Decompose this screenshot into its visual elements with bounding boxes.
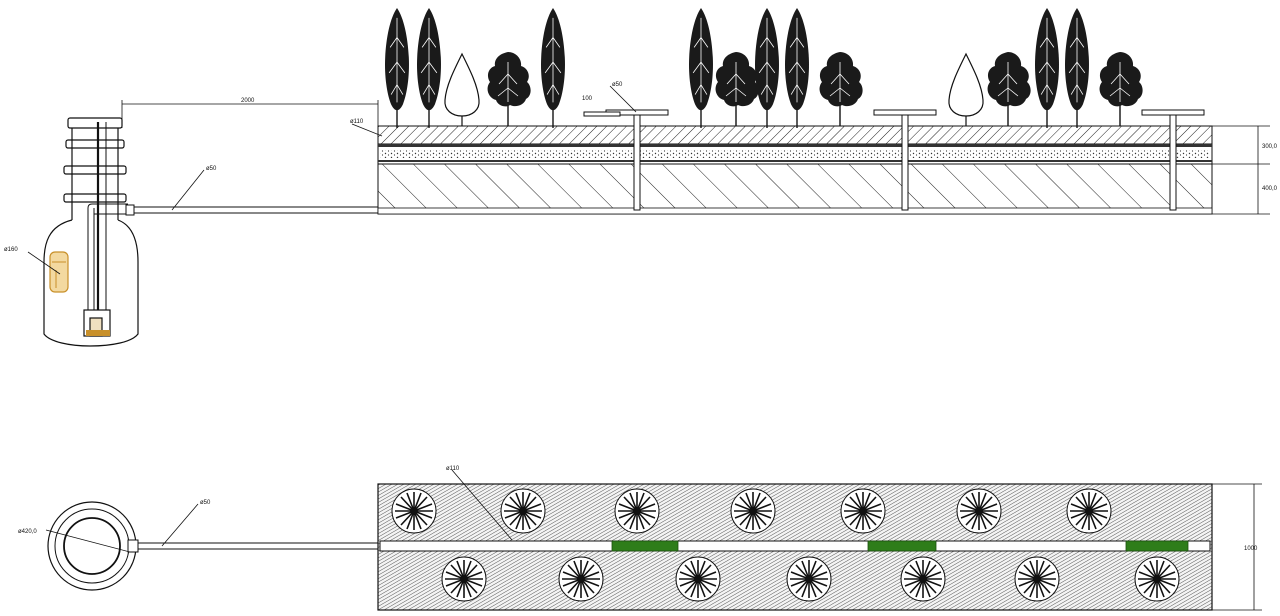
lower-layer-dimension: 400,0: [1262, 186, 1278, 192]
poplar-tree-icon: [754, 8, 780, 128]
riser-pipes: [583, 109, 1205, 211]
pressure-pipe-label: ø50: [206, 166, 217, 172]
deciduous-tree-icon: [1098, 51, 1144, 126]
plant-top-view-icon: [1134, 556, 1180, 602]
plant-top-view-icon: [840, 488, 886, 534]
poplar-tree-icon: [540, 8, 566, 128]
deciduous-tree-icon: [986, 51, 1032, 126]
plant-top-view-icon: [391, 488, 437, 534]
deciduous-tree-icon: [486, 51, 532, 126]
plant-top-view-icon: [1014, 556, 1060, 602]
plant-top-view-icon: [730, 488, 776, 534]
riser-height-label: 100: [582, 96, 593, 102]
plant-top-view-icon: [786, 556, 832, 602]
dimension-length: [121, 100, 379, 132]
tank-plan: [47, 501, 139, 591]
tank-diameter-label: ø420,0: [18, 529, 37, 535]
tank-section: [43, 117, 139, 347]
pressure-pipe-section: [125, 204, 379, 216]
poplar-tree-icon: [1034, 8, 1060, 128]
plant-top-view-icon: [675, 556, 721, 602]
poplar-tree-icon: [1064, 8, 1090, 128]
conifer-tree-icon: [948, 53, 984, 126]
plan-distribution-pipe-label: ø110: [446, 466, 460, 472]
plant-top-view-icon: [614, 488, 660, 534]
plant-top-view-icon: [956, 488, 1002, 534]
upper-layer-dimension: 300,0: [1262, 144, 1278, 150]
plant-top-view-icon: [558, 556, 604, 602]
riser-pipe-label: ø50: [612, 82, 623, 88]
plant-top-view-icon: [1066, 488, 1112, 534]
poplar-tree-icon: [384, 8, 410, 128]
plant-top-view-icon: [441, 556, 487, 602]
section-view: ø160 2000 ø50 ø110: [4, 8, 1278, 347]
plan-pressure-pipe-label: ø50: [200, 500, 211, 506]
distribution-pipe-plan: [379, 540, 1211, 552]
layer-dimensions: [1212, 125, 1270, 215]
trees-row: [384, 8, 1144, 128]
length-dimension-label: 2000: [241, 98, 255, 104]
conifer-tree-icon: [444, 53, 480, 126]
bed-section: [377, 125, 1213, 215]
plant-top-view-icon: [900, 556, 946, 602]
bed-width-label: 1000: [1244, 546, 1258, 552]
plant-top-view-icon: [500, 488, 546, 534]
deciduous-tree-icon: [714, 51, 760, 126]
tank-inlet-label: ø160: [4, 247, 18, 253]
pressure-pipe-plan: [137, 542, 381, 550]
tank-inlet: [49, 251, 69, 293]
inflow-pipe-label: ø110: [350, 119, 364, 125]
bed-width-dimension: [1212, 483, 1262, 611]
poplar-tree-icon: [688, 8, 714, 128]
pipe-highlights: [611, 540, 1189, 552]
plan-view: ø420,0 ø50 ø110: [18, 466, 1262, 611]
poplar-tree-icon: [416, 8, 442, 128]
poplar-tree-icon: [784, 8, 810, 128]
deciduous-tree-icon: [818, 51, 864, 126]
